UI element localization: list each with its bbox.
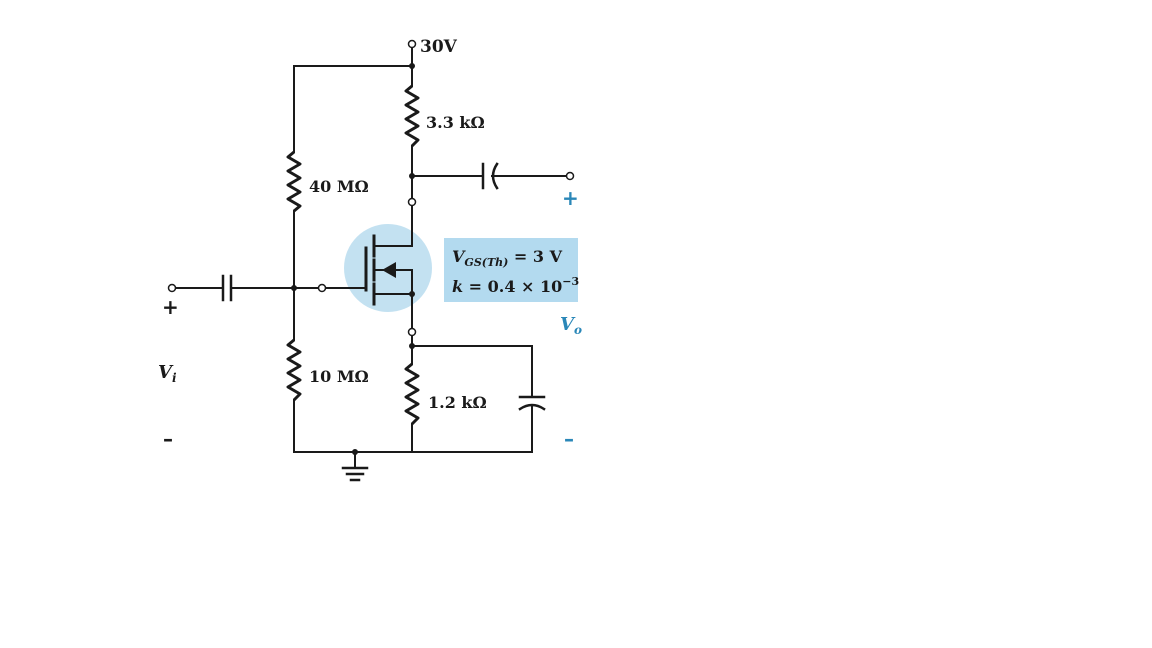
output-voltage-label: Vo: [560, 314, 582, 337]
input-terminal: [167, 283, 177, 293]
gate-terminal: [317, 283, 327, 293]
k-parameter-label: k = 0.4 × 10−3: [452, 275, 579, 296]
vgs-threshold-label: VGS(Th) = 3 V: [452, 247, 563, 269]
output-plus: +: [562, 186, 579, 210]
supply-label: 30V: [420, 37, 458, 57]
mosfet-arrow-icon: [382, 262, 396, 278]
input-minus: –: [163, 427, 173, 451]
r1-resistor: [286, 150, 302, 213]
rd-label: 3.3 kΩ: [426, 113, 485, 132]
output-minus: –: [564, 427, 574, 451]
node-gate: [291, 285, 297, 291]
node-top: [409, 63, 415, 69]
rd-resistor: [404, 84, 420, 148]
source-terminal: [407, 327, 417, 337]
mosfet-parameters-box: [444, 238, 578, 302]
rs-label: 1.2 kΩ: [428, 393, 487, 412]
output-terminal: [565, 171, 575, 181]
r2-label: 10 MΩ: [309, 367, 369, 386]
r2-resistor: [286, 338, 302, 402]
rs-resistor: [404, 362, 420, 426]
input-voltage-label: Vi: [158, 362, 177, 385]
input-plus: +: [162, 295, 179, 319]
supply-terminal: [407, 39, 417, 49]
r1-label: 40 MΩ: [309, 177, 369, 196]
ground-icon: [341, 451, 369, 482]
drain-terminal: [407, 197, 417, 207]
